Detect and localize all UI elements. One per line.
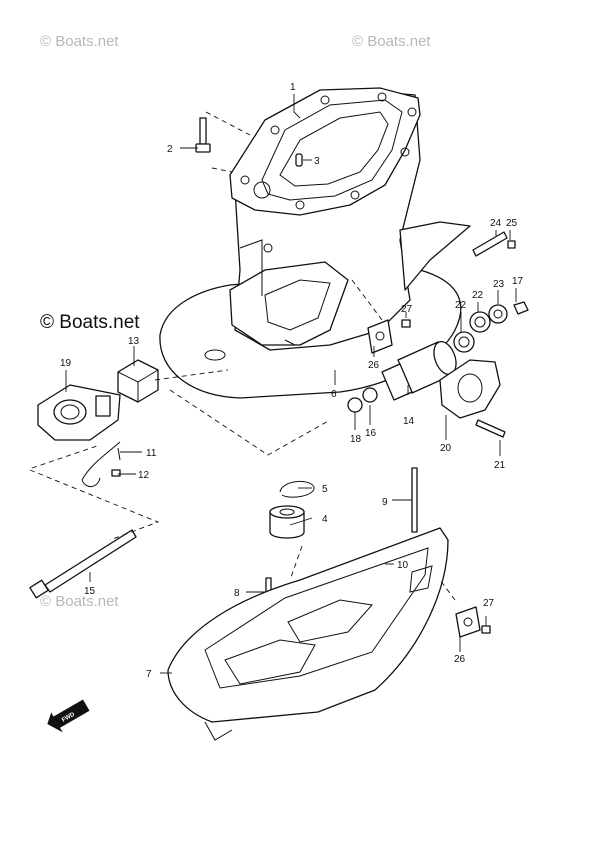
callout-19: 19 <box>60 358 72 369</box>
ground-wire-part-11 <box>81 441 121 487</box>
rubber-mount-part-13 <box>117 359 159 403</box>
callout-16: 16 <box>365 428 377 439</box>
watermark-bottom-left: © Boats.net <box>40 593 119 610</box>
stud-part-9 <box>411 467 418 533</box>
screw-part-27-lower <box>481 625 491 634</box>
callout-7: 7 <box>146 669 152 680</box>
callout-26-upper: 26 <box>368 360 380 371</box>
callout-22-right: 22 <box>472 290 484 301</box>
plate-part-26-lower <box>455 606 481 638</box>
callout-27-upper: 27 <box>401 304 413 315</box>
clamp-part-20 <box>439 359 501 419</box>
callout-8: 8 <box>234 588 240 599</box>
nut-part-17 <box>513 301 529 315</box>
callout-22-left: 22 <box>455 300 467 311</box>
watermark-top-left: © Boats.net <box>40 33 119 50</box>
plate-part-26-upper <box>367 319 393 354</box>
callout-14: 14 <box>403 416 415 427</box>
sleeve-part-14 <box>381 341 457 401</box>
clip-part-24 <box>472 231 508 257</box>
screw-part-25 <box>507 240 516 249</box>
long-bolt-part-15 <box>29 529 137 599</box>
callout-25: 25 <box>506 218 518 229</box>
callout-27-lower: 27 <box>483 598 495 609</box>
washer-part-23 <box>488 304 508 324</box>
callout-11: 11 <box>146 448 157 459</box>
callout-23: 23 <box>493 279 505 290</box>
drive-shaft-housing <box>159 87 471 399</box>
callout-2: 2 <box>167 144 173 155</box>
washer-part-18 <box>347 397 363 413</box>
screw-part-12 <box>111 469 121 477</box>
bolt-part-2 <box>195 117 211 153</box>
callout-24: 24 <box>490 218 502 229</box>
lower-cover-part-7 <box>167 527 449 741</box>
lower-mount-bracket-part-19 <box>37 384 121 441</box>
callout-26-lower: 26 <box>454 654 466 665</box>
screw-part-27-upper <box>401 319 411 328</box>
callout-10: 10 <box>397 560 409 571</box>
washer-part-22-left <box>453 331 475 353</box>
callout-18: 18 <box>350 434 362 445</box>
callout-17: 17 <box>512 276 524 287</box>
callout-21: 21 <box>494 460 506 471</box>
callout-15: 15 <box>84 586 96 597</box>
callout-6: 6 <box>331 389 337 400</box>
washer-part-16 <box>362 387 378 403</box>
washer-part-22-right <box>469 311 491 333</box>
callout-20: 20 <box>440 443 452 454</box>
callout-3: 3 <box>314 156 320 167</box>
watermark-middle-left: © Boats.net <box>40 312 140 333</box>
callout-1: 1 <box>290 82 296 93</box>
callout-9: 9 <box>382 497 388 508</box>
callout-13: 13 <box>128 336 140 347</box>
dowel-pin-part-3 <box>295 153 303 167</box>
circlip-part-5 <box>279 480 315 498</box>
bolt-part-21 <box>475 419 506 438</box>
watermark-top-right: © Boats.net <box>352 33 431 50</box>
callout-4: 4 <box>322 514 328 525</box>
impeller-part-4 <box>269 505 305 539</box>
forward-arrow-icon: FWD <box>47 699 90 733</box>
callout-12: 12 <box>138 470 150 481</box>
callout-5: 5 <box>322 484 328 495</box>
